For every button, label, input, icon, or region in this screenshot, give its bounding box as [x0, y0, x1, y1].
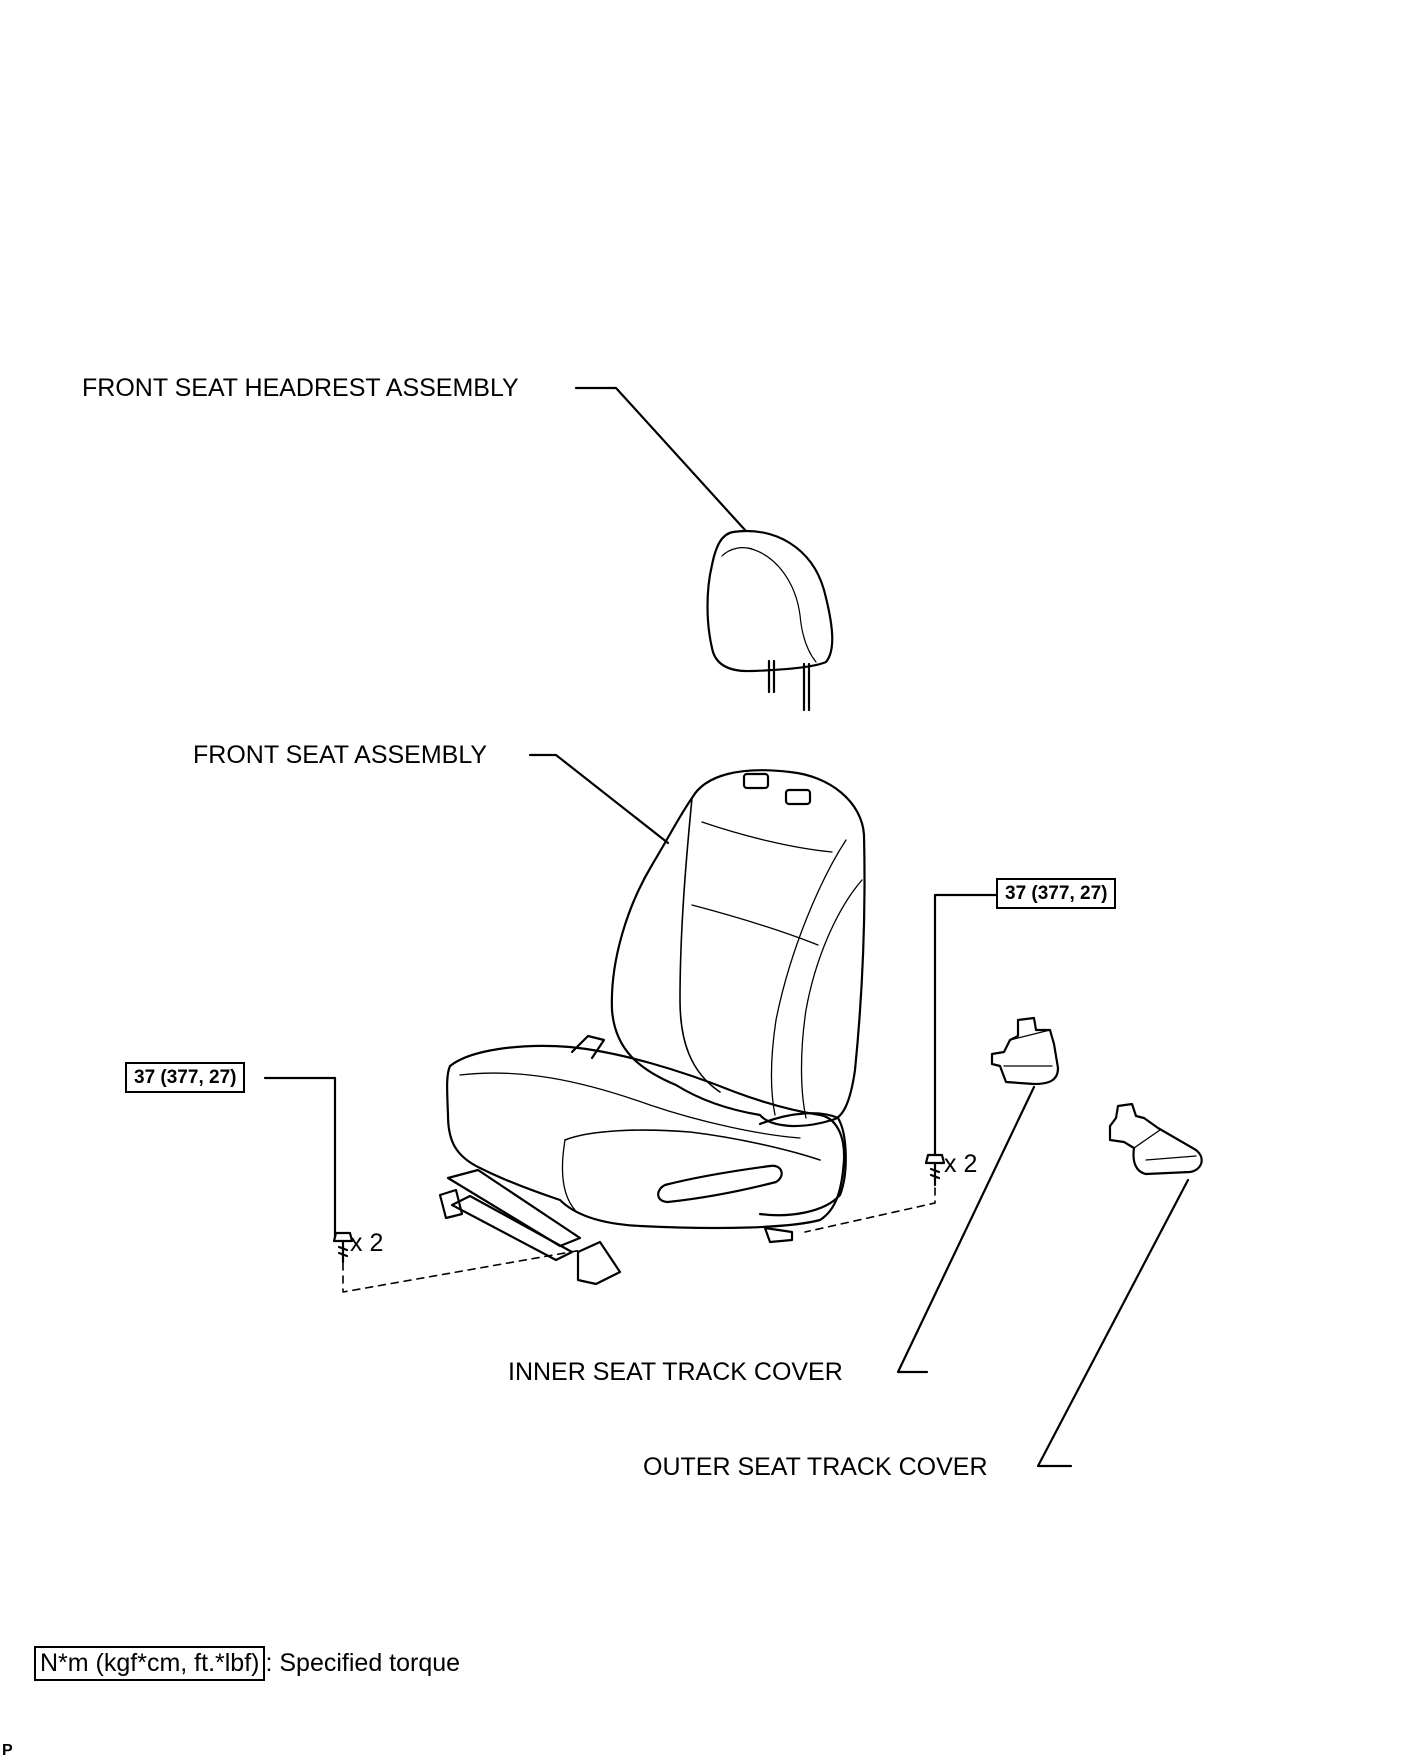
bolt-right-qty: x 2 [944, 1150, 978, 1178]
bolt-left-icon [332, 1231, 354, 1264]
bolt-right-icon [924, 1153, 946, 1187]
torque-legend: N*m (kgf*cm, ft.*lbf): Specified torque [34, 1646, 460, 1681]
seat-cushion [446, 1044, 846, 1230]
seat-rail-bracket-2 [438, 1188, 464, 1220]
corner-mark: P [2, 1742, 13, 1759]
headrest-leader [574, 386, 747, 532]
left-bolt-dash [342, 1249, 583, 1293]
leader-lines [263, 386, 1190, 1468]
headrest-guide-left [742, 772, 770, 790]
left-torque-leader [263, 1076, 337, 1239]
torque-spec-right: 37 (377, 27) [996, 878, 1117, 909]
torque-unit-box: N*m (kgf*cm, ft.*lbf) [34, 1646, 266, 1681]
headrest-seam-2 [721, 547, 753, 557]
right-bolt-dash [804, 1187, 936, 1233]
cushion-side [561, 1139, 576, 1211]
seatback-bolster-2 [770, 839, 847, 1116]
cushion-front [564, 1129, 821, 1161]
headrest-label: FRONT SEAT HEADREST ASSEMBLY [82, 374, 519, 402]
seat-leader [528, 753, 670, 845]
torque-spec-left: 37 (377, 27) [125, 1062, 246, 1093]
right-torque-leader [933, 893, 998, 1157]
headrest-guide-right [784, 788, 812, 806]
torque-legend-text: : Specified torque [265, 1649, 461, 1677]
headrest-drawing [706, 529, 834, 712]
headrest-seam [747, 547, 817, 663]
seat-rail-left [446, 1168, 582, 1248]
cushion-seam [459, 1072, 801, 1139]
seat-rail-bar [450, 1194, 574, 1262]
bolt-left-qty: x 2 [350, 1229, 384, 1257]
inner-track-cover-drawing [990, 1016, 1060, 1086]
outer-track-cover-drawing [1108, 1102, 1203, 1176]
recliner-lever [657, 1164, 783, 1204]
seat-rail-bracket [576, 1240, 622, 1286]
bolt-alignment-lines [342, 1187, 936, 1293]
seatback-front [679, 797, 721, 1093]
seatback [610, 769, 866, 1128]
seat-side-cover [758, 1112, 847, 1217]
seat-drawing [438, 769, 866, 1286]
outer-cover-leader [1036, 1178, 1190, 1468]
inner-cover-leader [896, 1085, 1036, 1374]
inner-cover-label: INNER SEAT TRACK COVER [508, 1358, 843, 1386]
seatback-panel-2 [691, 904, 819, 946]
seatback-panel [701, 821, 833, 853]
headrest-pad [706, 529, 834, 673]
seat-label: FRONT SEAT ASSEMBLY [193, 741, 488, 769]
seatback-bolster [800, 879, 863, 1119]
seat-rail-right [763, 1226, 794, 1244]
outer-cover-label: OUTER SEAT TRACK COVER [643, 1453, 988, 1481]
seat-back-rail [570, 1034, 606, 1060]
